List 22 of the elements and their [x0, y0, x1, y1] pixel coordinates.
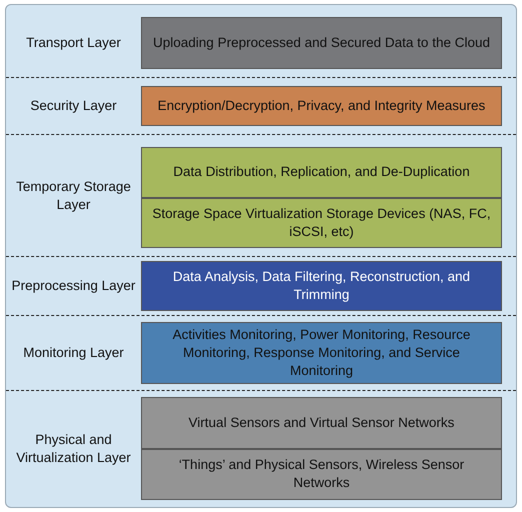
- box-text: Virtual Sensors and Virtual Sensor Networks: [188, 414, 454, 432]
- box-text: Activities Monitoring, Power Monitoring, Resource Monitoring, Response Monitoring, and Service Monitoring: [172, 326, 472, 380]
- layer-label: Monitoring Layer: [23, 344, 124, 362]
- function-box: [141, 261, 502, 311]
- function-box: [141, 17, 502, 69]
- function-box: [141, 322, 502, 384]
- box-text: Storage Space Virtualization Storage Devices (NAS, FC, iSCSI, etc): [151, 204, 492, 241]
- layer-label: Preprocessing Layer: [12, 277, 136, 295]
- layer-label: Physical and Virtualization Layer: [15, 430, 132, 466]
- layer-label: Security Layer: [30, 97, 117, 115]
- layer-label: Transport Layer: [26, 34, 121, 52]
- function-box: [141, 397, 502, 448]
- box-text: Data Distribution, Replication, and De-Duplication: [173, 163, 470, 182]
- function-box: [141, 198, 502, 248]
- layer-label: Temporary Storage Layer: [15, 178, 132, 214]
- function-box: [141, 86, 502, 126]
- box-text: Data Analysis, Data Filtering, Reconstruction, and Trimming: [172, 268, 472, 304]
- box-text: Uploading Preprocessed and Secured Data to the Cloud: [153, 34, 490, 52]
- function-box: [141, 147, 502, 198]
- box-text: Encryption/Decryption, Privacy, and Integrity Measures: [158, 97, 486, 115]
- function-box: [141, 448, 502, 500]
- box-text: ‘Things’ and Physical Sensors, Wireless Sensor Networks: [178, 456, 466, 492]
